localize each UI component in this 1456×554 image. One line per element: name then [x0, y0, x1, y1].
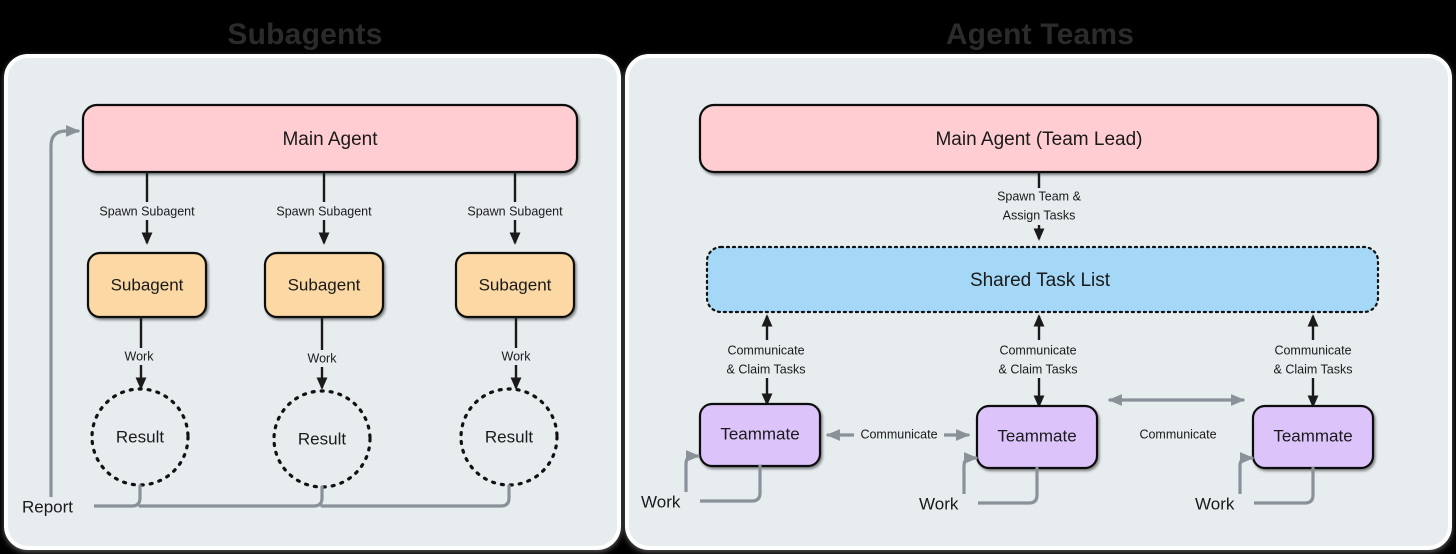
work-label-1: Work [116, 348, 162, 365]
claim-edges: Communicate & Claim Tasks Communicate & … [708, 314, 1372, 408]
panel-subagents: Subagents Main Agent Spawn Subagent Spaw… [4, 18, 621, 550]
report-label-bg [18, 497, 94, 517]
spawn-label-1-bg [88, 202, 206, 220]
work-label-right-3-bg [1192, 494, 1254, 514]
subagent-3-label: Subagent [479, 275, 552, 294]
work-label-right-1-bg [638, 492, 700, 512]
claim-label-1-bg [708, 340, 826, 378]
claim-label-2-bg [980, 340, 1098, 378]
communicate-label-2-3: Communicate [1139, 427, 1216, 441]
communicate-label-1-2: Communicate [860, 427, 937, 441]
claim-label-1: Communicate & Claim Tasks [708, 340, 826, 378]
panel-title-subagents: Subagents [227, 18, 382, 51]
panel-title-agent-teams: Agent Teams [946, 18, 1134, 51]
report-label-text: Report [22, 497, 73, 516]
team-lead-label: Main Agent (Team Lead) [935, 129, 1142, 150]
work-label-right-2: Work [919, 494, 959, 513]
claim-label-3-line2: & Claim Tasks [1274, 362, 1353, 376]
work-label-3-text: Work [502, 349, 532, 363]
node-team-lead[interactable]: Main Agent (Team Lead) [698, 103, 1380, 174]
node-teammate-3[interactable]: Teammate [1251, 404, 1375, 470]
node-main-agent[interactable]: Main Agent [81, 103, 579, 174]
work-loop-path-1a [698, 464, 762, 503]
subagent-1-label: Subagent [111, 275, 184, 294]
work-label-1-bg [116, 348, 162, 365]
spawn-team-label-line2: Assign Tasks [1003, 208, 1076, 222]
report-edges: Report [18, 125, 511, 517]
work-loop-3: Work [1192, 452, 1315, 514]
work-label-1-text: Work [125, 349, 155, 363]
claim-label-3-bg [1254, 340, 1372, 378]
communicate-edge-2-3: Communicate [1107, 394, 1246, 441]
panel-agent-teams: Agent Teams Main Agent (Team Lead) Spawn… [625, 18, 1452, 550]
work-label-right-3: Work [1195, 494, 1235, 513]
spawn-team-edge: Spawn Team & Assign Tasks [983, 172, 1096, 241]
spawn-label-2: Spawn Subagent [265, 202, 383, 220]
claim-label-3-line1: Communicate [1274, 343, 1351, 357]
spawn-team-label: Spawn Team & Assign Tasks [983, 188, 1096, 225]
spawn-label-1-text: Spawn Subagent [99, 204, 195, 218]
subagent-2-box[interactable] [263, 251, 385, 319]
result-3-label: Result [485, 427, 533, 446]
result-2-label: Result [298, 429, 346, 448]
node-teammate-2[interactable]: Teammate [975, 404, 1099, 470]
teammate-2-label: Teammate [997, 426, 1076, 445]
spawn-label-2-bg [265, 202, 383, 220]
work-loop-1: Work [638, 450, 762, 512]
work-loop-path-3a [1252, 466, 1315, 505]
claim-label-2-line1: Communicate [999, 343, 1076, 357]
communicate-label-1-2-bg [854, 426, 944, 444]
shared-task-list-box[interactable] [705, 245, 1380, 314]
work-edges: Work Work Work [116, 317, 539, 390]
node-shared-task-list[interactable]: Shared Task List [705, 245, 1380, 314]
claim-label-2: Communicate & Claim Tasks [980, 340, 1098, 378]
work-label-2: Work [299, 350, 345, 367]
spawn-team-label-line1: Spawn Team & [997, 189, 1082, 203]
report-path-3 [320, 484, 511, 508]
spawn-label-2-text: Spawn Subagent [276, 204, 372, 218]
work-loop-2: Work [916, 452, 1039, 514]
work-label-3-bg [493, 348, 539, 365]
node-teammate-1[interactable]: Teammate [698, 402, 822, 468]
report-path-2 [138, 485, 324, 508]
main-agent-box[interactable] [81, 103, 579, 174]
main-agent-label: Main Agent [282, 129, 378, 150]
work-label-2-text: Work [308, 351, 338, 365]
communicate-edge-1-2: Communicate [825, 426, 971, 444]
work-label-right-2-bg [916, 494, 978, 514]
claim-label-1-line2: & Claim Tasks [727, 362, 806, 376]
teammate-3-label: Teammate [1273, 426, 1352, 445]
shared-task-list-label: Shared Task List [970, 270, 1111, 291]
subagent-2-label: Subagent [288, 275, 361, 294]
report-label: Report [18, 497, 94, 517]
claim-label-2-line2: & Claim Tasks [999, 362, 1078, 376]
subagent-1-box[interactable] [86, 251, 208, 319]
spawn-label-3: Spawn Subagent [456, 202, 574, 220]
spawn-label-3-text: Spawn Subagent [467, 204, 563, 218]
spawn-team-label-bg [983, 188, 1096, 225]
node-subagent-3[interactable]: Subagent [454, 251, 576, 319]
work-label-2-bg [299, 350, 345, 367]
node-subagent-2[interactable]: Subagent [263, 251, 385, 319]
work-label-right-1: Work [641, 492, 681, 511]
report-path-1 [90, 484, 142, 508]
teammate-1-label: Teammate [720, 424, 799, 443]
spawn-label-1: Spawn Subagent [88, 202, 206, 220]
spawn-label-3-bg [456, 202, 574, 220]
work-loop-path-2a [976, 466, 1039, 505]
result-1-label: Result [116, 427, 164, 446]
claim-label-3: Communicate & Claim Tasks [1254, 340, 1372, 378]
work-label-3: Work [493, 348, 539, 365]
spawn-edges: Spawn Subagent Spawn Subagent Spawn Suba… [88, 172, 574, 245]
claim-label-1-line1: Communicate [727, 343, 804, 357]
node-subagent-1[interactable]: Subagent [86, 251, 208, 319]
